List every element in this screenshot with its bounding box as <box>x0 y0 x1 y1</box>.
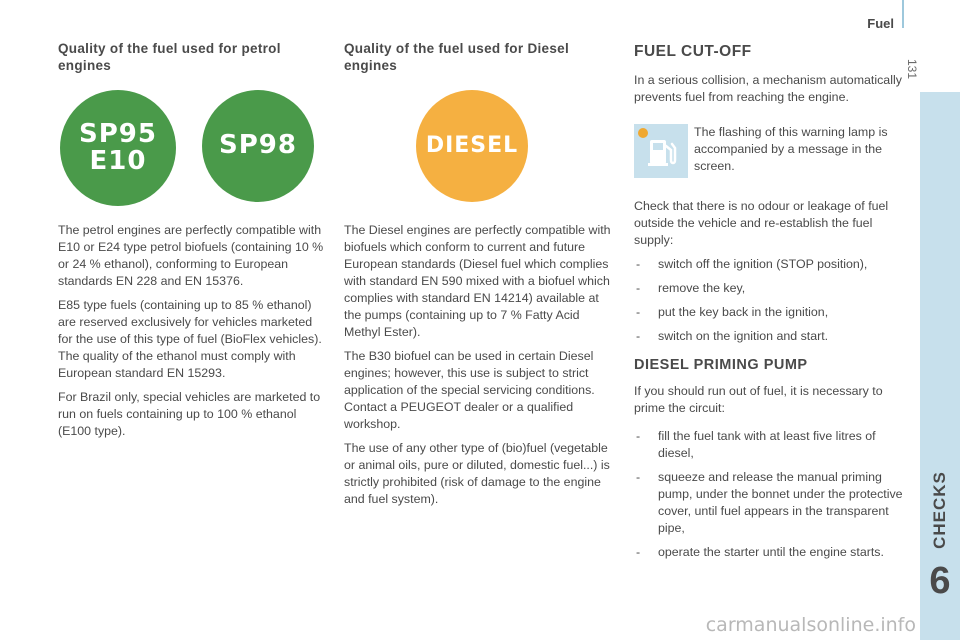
warning-lamp-text: The flashing of this warning lamp is acc… <box>694 125 888 173</box>
warning-lamp-box: The flashing of this warning lamp is acc… <box>634 124 904 188</box>
sp95-e10-badge: SP95 E10 <box>60 90 176 206</box>
list-item: operate the starter until the engine sta… <box>634 544 904 561</box>
diesel-heading: Quality of the fuel used for Diesel engi… <box>344 41 570 73</box>
fuel-cutoff-check: Check that there is no odour or leakage … <box>634 199 889 247</box>
chapter-number: 6 <box>929 560 951 602</box>
fuel-cutoff-heading: FUEL CUT-OFF <box>634 43 752 60</box>
section-title: Fuel <box>867 16 894 31</box>
diesel-paragraph: The use of any other type of (bio)fuel (… <box>344 441 610 506</box>
list-item: put the key back in the ignition, <box>634 304 904 321</box>
list-item: squeeze and release the manual priming p… <box>634 469 904 537</box>
page-number: 131 <box>904 58 919 80</box>
petrol-paragraph: E85 type fuels (containing up to 85 % et… <box>58 298 322 380</box>
header-rule <box>902 0 904 28</box>
diesel-paragraph: The Diesel engines are perfectly compati… <box>344 223 611 339</box>
watermark: carmanualsonline.info <box>705 614 916 636</box>
diesel-badges: DIESEL <box>344 90 616 210</box>
fuel-cutoff-column: FUEL CUT-OFF In a serious collision, a m… <box>634 40 904 568</box>
fuel-cutoff-intro: In a serious collision, a mechanism auto… <box>634 73 902 104</box>
chapter-tab[interactable] <box>920 92 960 640</box>
list-item: switch on the ignition and start. <box>634 328 904 345</box>
diesel-badge: DIESEL <box>416 90 528 202</box>
fuel-cutoff-steps: switch off the ignition (STOP position),… <box>634 256 904 345</box>
priming-pump-intro: If you should run out of fuel, it is nec… <box>634 384 883 415</box>
fuel-pump-warning-icon <box>634 124 688 178</box>
petrol-heading: Quality of the fuel used for petrol engi… <box>58 41 281 73</box>
priming-pump-steps: fill the fuel tank with at least five li… <box>634 428 904 561</box>
warning-dot-icon <box>638 128 648 138</box>
priming-pump-heading: DIESEL PRIMING PUMP <box>634 357 808 373</box>
diesel-column: Quality of the fuel used for Diesel engi… <box>344 40 616 515</box>
list-item: remove the key, <box>634 280 904 297</box>
sp98-badge: SP98 <box>202 90 314 202</box>
list-item: fill the fuel tank with at least five li… <box>634 428 904 462</box>
petrol-column: Quality of the fuel used for petrol engi… <box>58 40 326 447</box>
chapter-tab-label: CHECKS <box>930 471 950 549</box>
petrol-badges: SP95 E10 SP98 <box>58 90 326 210</box>
petrol-paragraph: For Brazil only, special vehicles are ma… <box>58 390 321 438</box>
diesel-paragraph: The B30 biofuel can be used in certain D… <box>344 349 595 431</box>
petrol-paragraph: The petrol engines are perfectly compati… <box>58 223 324 288</box>
list-item: switch off the ignition (STOP position), <box>634 256 904 273</box>
